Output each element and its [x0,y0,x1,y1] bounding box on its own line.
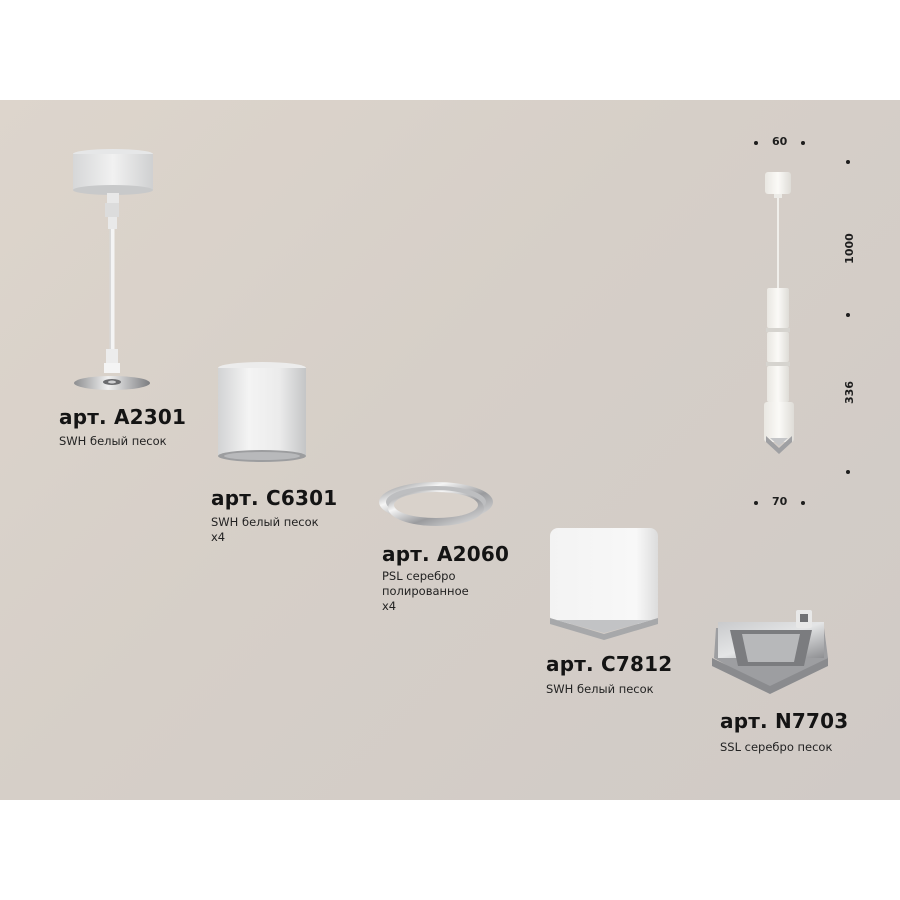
product-description-line: SWH белый песок [59,434,167,448]
assembled-pendant-image [764,172,794,454]
a2060-ring-image [379,482,493,526]
product-description-line: SWH белый песок [546,682,654,696]
product-description: PSL серебро полированное x4 [382,569,469,614]
dimension-marker [846,160,850,164]
dimension-marker [801,141,805,145]
dimension-marker [754,141,758,145]
c6301-cylinder-image [218,362,306,462]
product-title: арт. A2060 [382,542,510,566]
dimension-marker [801,501,805,505]
product-description-line: x4 [382,599,397,613]
product-set-panel: арт. A2301 SWH белый песок [0,100,900,800]
product-title: арт. N7703 [720,709,849,733]
product-description: SWH белый песок [546,682,654,697]
product-description: SSL серебро песок [720,740,832,755]
product-description-line: x4 [211,530,226,544]
product-description-line: PSL серебро [382,569,456,583]
product-description-line: SWH белый песок [211,515,319,529]
cable-length-label: 1000 [842,233,856,264]
product-description: SWH белый песок x4 [211,515,319,545]
c7812-square-housing-image [550,528,658,640]
product-description-line: SSL серебро песок [720,740,833,754]
product-title: арт. A2301 [59,405,187,429]
product-description-line: полированное [382,584,469,598]
dimension-marker [846,470,850,474]
n7703-silver-insert-image [712,610,828,694]
dimension-marker [754,501,758,505]
body-height-label: 336 [842,381,856,404]
bottom-width-label: 70 [772,495,788,508]
product-title: арт. C7812 [546,652,673,676]
dimension-marker [846,313,850,317]
product-description: SWH белый песок [59,434,167,449]
a2301-ceiling-mount-image [73,149,153,390]
product-title: арт. C6301 [211,486,338,510]
top-width-label: 60 [772,135,788,148]
